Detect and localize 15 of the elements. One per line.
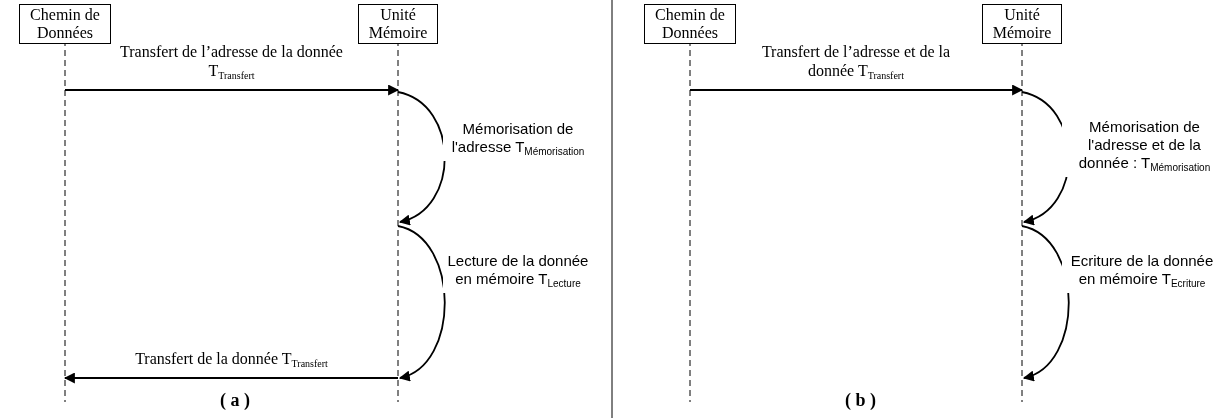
- panel-caption: ( b ): [845, 390, 876, 411]
- participant-box: Chemin de Données: [644, 4, 736, 44]
- lifeline: [644, 4, 736, 402]
- participant-box: Unité Mémoire: [358, 4, 438, 44]
- arrow: [689, 84, 1024, 96]
- participant-box: Unité Mémoire: [982, 4, 1062, 44]
- arrow: [397, 91, 446, 224]
- arrow: [64, 84, 400, 96]
- participant-box: Chemin de Données: [19, 4, 111, 44]
- lifeline: [19, 4, 111, 402]
- panel-caption: ( a ): [220, 390, 250, 411]
- lifeline: [358, 4, 438, 402]
- lifeline: [982, 4, 1062, 402]
- arrow: [63, 372, 399, 384]
- arrow: [397, 225, 446, 380]
